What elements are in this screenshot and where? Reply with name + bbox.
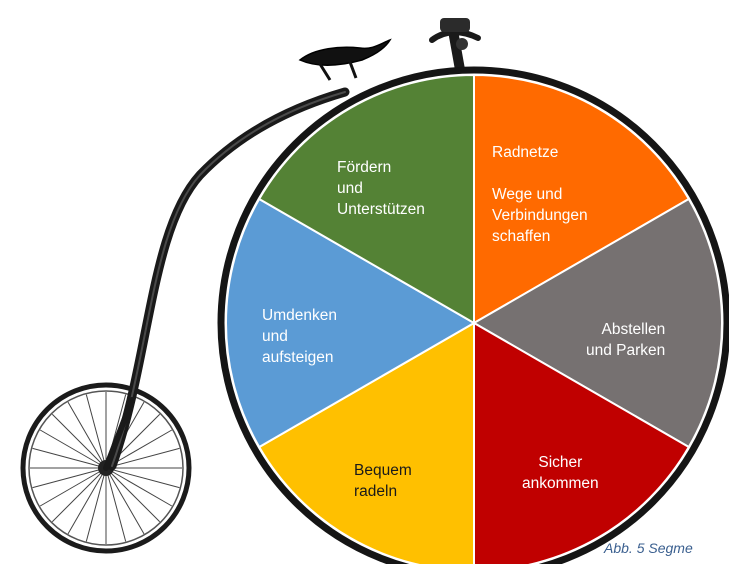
rear-spoke	[32, 447, 107, 469]
rear-spoke	[39, 429, 107, 469]
segment-radnetze	[473, 73, 691, 325]
rear-spoke	[105, 467, 145, 535]
segment-label-bequem: Bequem radeln	[354, 462, 412, 500]
rear-spoke	[51, 467, 107, 523]
segment-label-radnetze: Radnetze Wege und Verbindungen schaffen	[492, 144, 588, 245]
segment-label-umdenken: Umdenken und aufsteigen	[262, 307, 337, 366]
rear-spoke	[105, 467, 180, 489]
segment-bequem	[257, 321, 475, 569]
segment-sicher	[473, 321, 691, 569]
rear-spoke	[105, 447, 180, 469]
rear-spoke	[67, 467, 107, 535]
segment-foerdern	[257, 73, 475, 325]
segment-label-foerdern: Fördern und Unterstützen	[337, 159, 425, 218]
rear-spoke	[67, 401, 107, 469]
figure-caption: Abb. 5 Segme	[604, 540, 693, 556]
rear-spoke	[51, 413, 107, 469]
segment-label-sicher: Sicher ankommen	[522, 454, 599, 492]
segment-umdenken	[225, 197, 476, 449]
rear-spoke	[85, 394, 107, 469]
rear-fork	[103, 397, 135, 471]
saddle	[298, 38, 392, 81]
segment-abstellen	[472, 197, 723, 449]
frame-highlight	[111, 91, 346, 467]
rear-spoke	[105, 467, 127, 542]
rear-spoke	[85, 467, 107, 542]
segment-wheel	[225, 73, 723, 569]
rear-spoke	[39, 467, 107, 507]
rear-spoke	[105, 467, 161, 523]
rear-spoke	[32, 467, 107, 489]
rear-tire	[20, 382, 192, 554]
rear-spoke	[105, 467, 173, 507]
rear-rim	[28, 390, 184, 546]
segment-label-abstellen: Abstellen und Parken	[586, 321, 666, 359]
